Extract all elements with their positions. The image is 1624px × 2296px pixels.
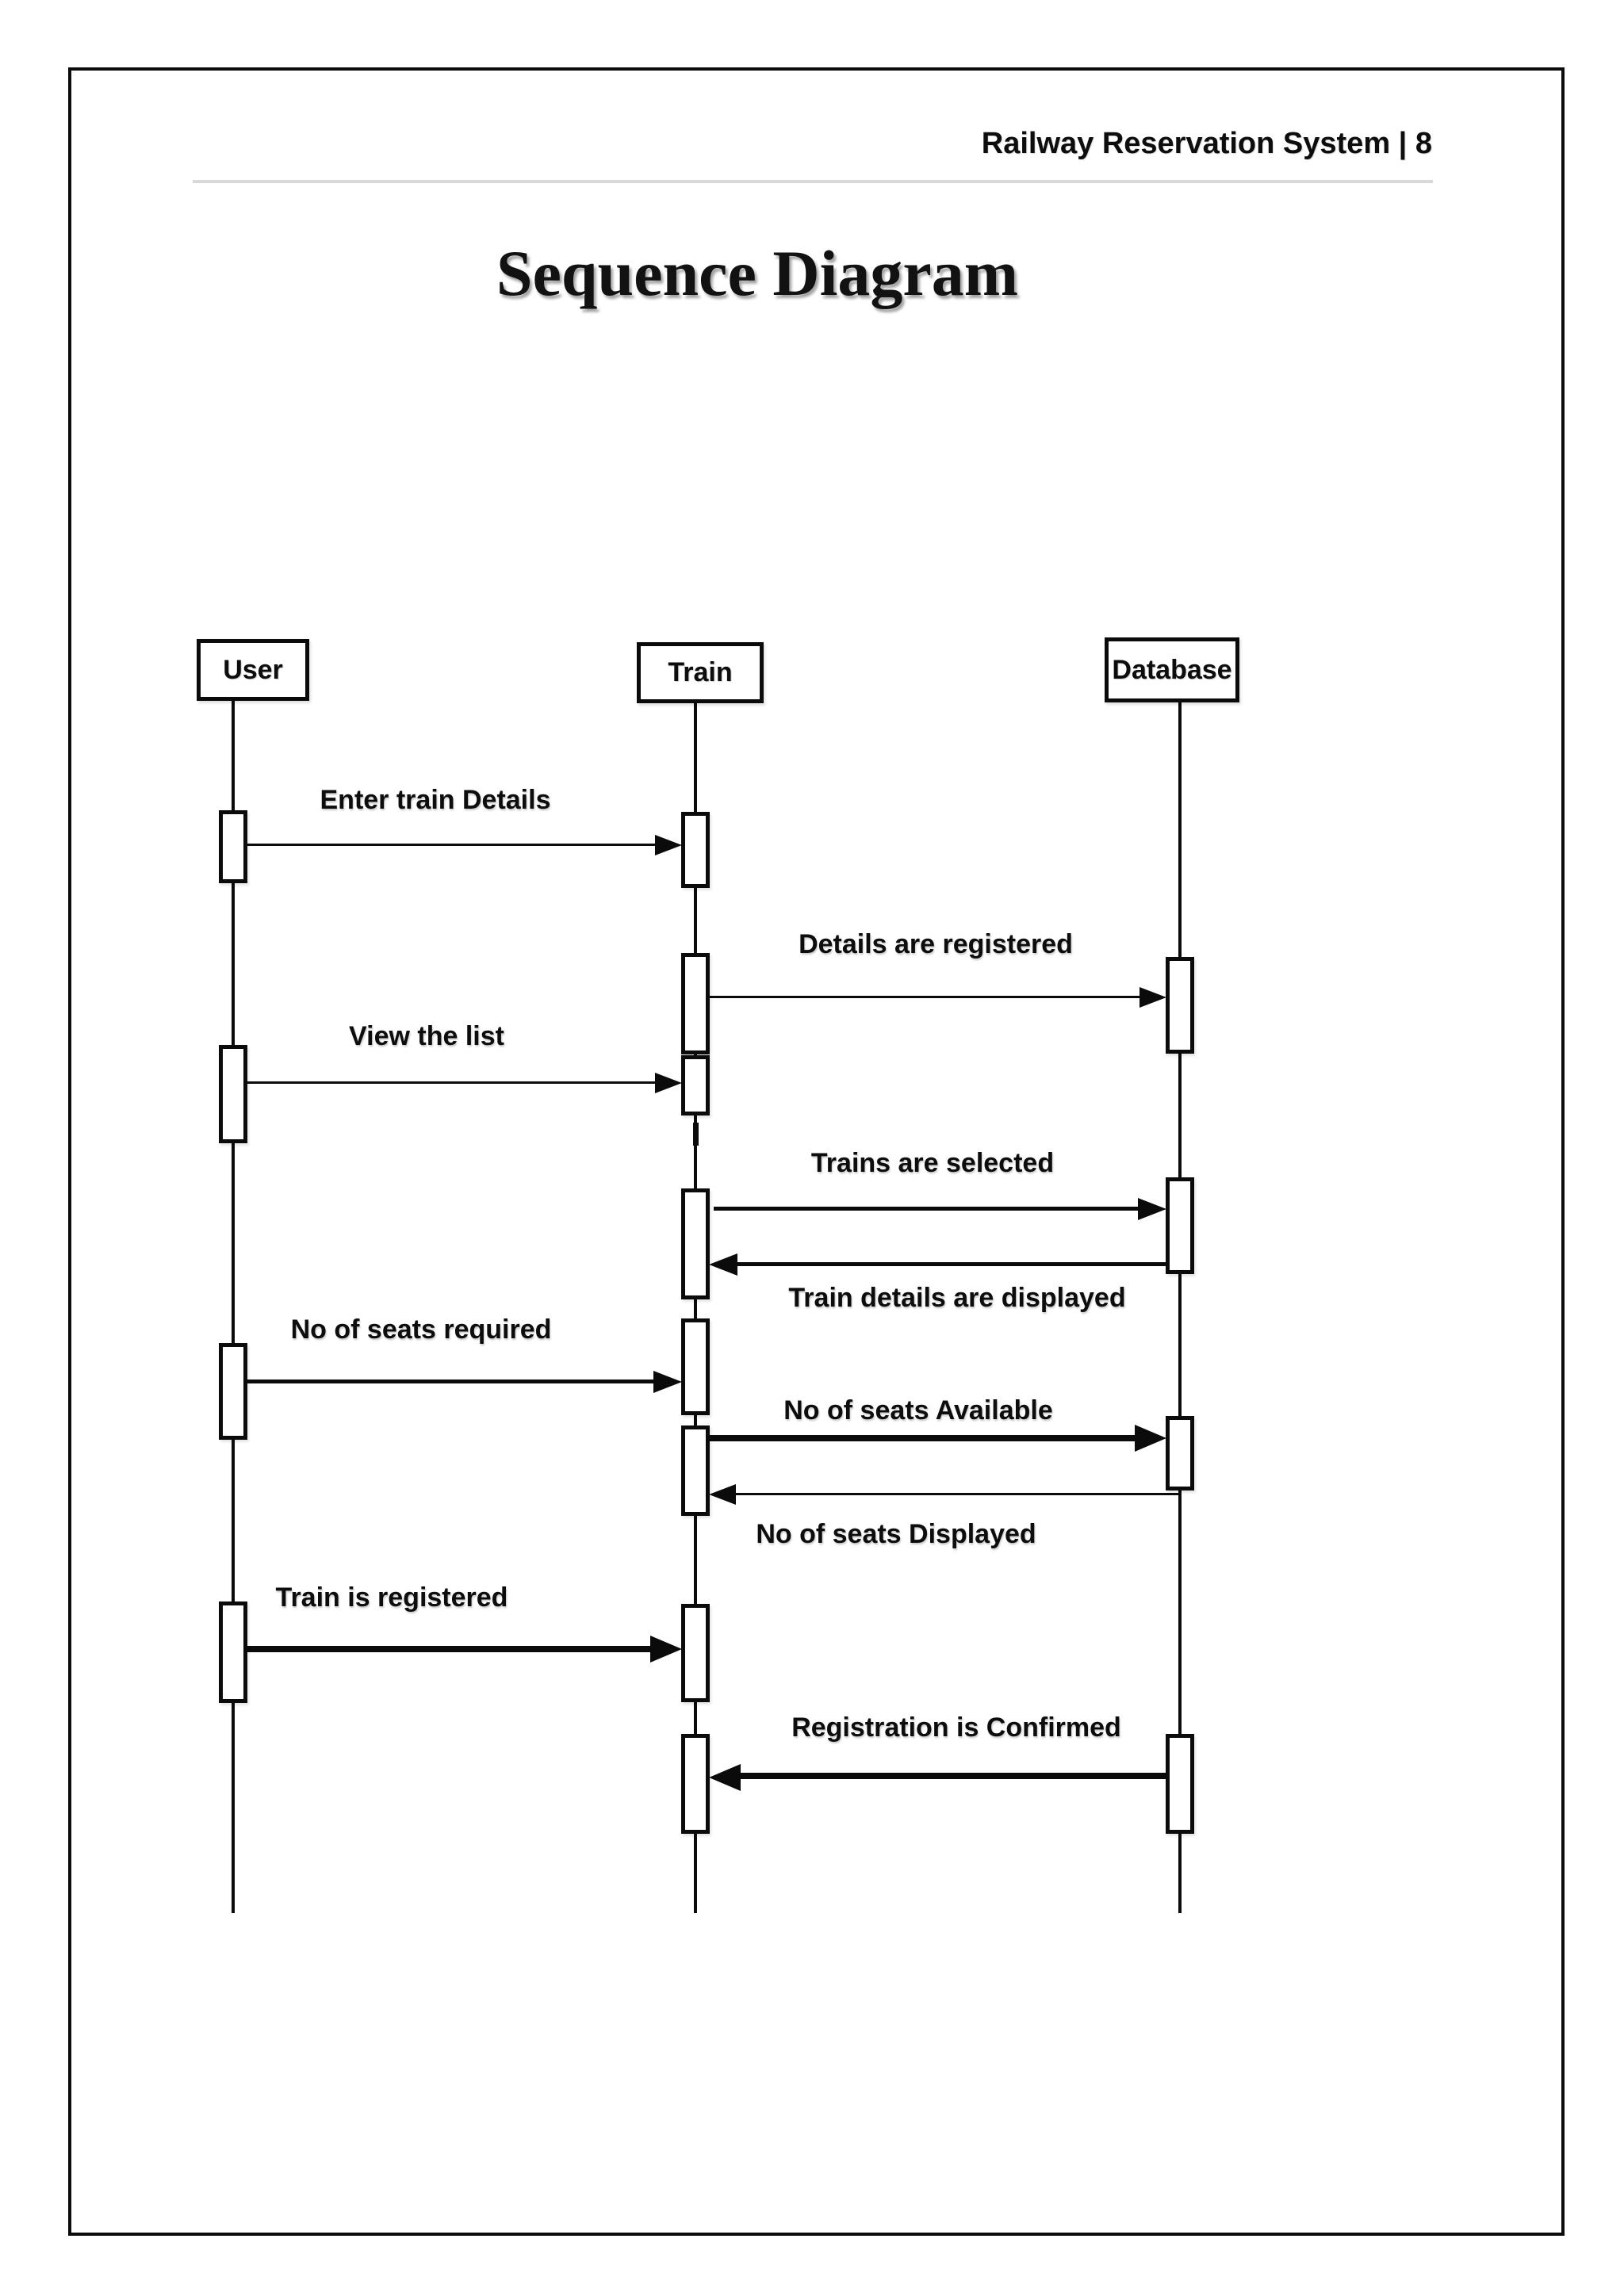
actor-label-train: Train bbox=[668, 657, 733, 687]
message-arrow-shaft bbox=[714, 1207, 1138, 1211]
message-label: Enter train Details bbox=[320, 785, 551, 815]
arrowhead-right-icon bbox=[655, 835, 682, 855]
message-label: No of seats required bbox=[290, 1314, 552, 1345]
message-arrow-shaft bbox=[734, 1262, 1166, 1266]
arrowhead-left-icon bbox=[709, 1484, 736, 1505]
message-label: Details are registered bbox=[799, 929, 1073, 959]
activation-bar-user-3 bbox=[219, 1343, 247, 1440]
activation-bar-database-3 bbox=[1166, 1416, 1194, 1490]
activation-bar-database-4 bbox=[1166, 1734, 1194, 1834]
arrowhead-right-icon bbox=[1139, 987, 1166, 1008]
actor-label-database: Database bbox=[1112, 654, 1232, 685]
message-arrow-shaft bbox=[247, 1081, 658, 1084]
message-arrow-shaft bbox=[733, 1493, 1180, 1495]
message-label: Train is registered bbox=[275, 1582, 508, 1613]
message-arrow-shaft bbox=[247, 1646, 653, 1652]
message-arrow-shaft bbox=[709, 1435, 1139, 1441]
activation-bar-train-2 bbox=[681, 953, 710, 1054]
message-arrow-shaft bbox=[709, 996, 1143, 998]
page-title: Sequence Diagram bbox=[496, 237, 1019, 309]
message-label: Train details are displayed bbox=[788, 1283, 1126, 1313]
lifeline-database bbox=[1178, 702, 1182, 1913]
message-label: Trains are selected bbox=[810, 1148, 1055, 1178]
actor-box-user: User bbox=[197, 639, 309, 701]
message-label: View the list bbox=[349, 1021, 504, 1051]
lifeline-train-segment bbox=[693, 1123, 699, 1146]
activation-bar-train-8 bbox=[681, 1734, 710, 1834]
header-rule bbox=[193, 180, 1433, 183]
message-label: No of seats Displayed bbox=[756, 1519, 1036, 1549]
message-arrow-shaft bbox=[247, 1380, 657, 1383]
activation-bar-train-1 bbox=[681, 812, 710, 888]
activation-bar-train-5 bbox=[681, 1318, 710, 1415]
arrowhead-right-icon bbox=[1135, 1425, 1166, 1452]
activation-bar-database-2 bbox=[1166, 1177, 1194, 1274]
activation-bar-train-6 bbox=[681, 1425, 710, 1516]
arrowhead-left-icon bbox=[709, 1253, 737, 1276]
arrowhead-left-icon bbox=[709, 1764, 741, 1791]
lifeline-user bbox=[232, 701, 235, 1913]
activation-bar-user-4 bbox=[219, 1601, 247, 1703]
actor-label-user: User bbox=[223, 654, 283, 685]
activation-bar-train-7 bbox=[681, 1604, 710, 1702]
activation-bar-user-2 bbox=[219, 1045, 247, 1143]
message-label: Registration is Confirmed bbox=[791, 1712, 1121, 1743]
message-arrow-shaft bbox=[737, 1773, 1166, 1779]
page-border bbox=[68, 67, 1565, 2236]
message-label: No of seats Available bbox=[783, 1395, 1053, 1425]
activation-bar-database-1 bbox=[1166, 957, 1194, 1054]
arrowhead-right-icon bbox=[1138, 1198, 1166, 1220]
lifeline-train bbox=[694, 703, 697, 1913]
activation-bar-train-3 bbox=[681, 1055, 710, 1115]
message-arrow-shaft bbox=[247, 844, 658, 846]
arrowhead-right-icon bbox=[650, 1636, 682, 1663]
actor-box-train: Train bbox=[637, 642, 764, 703]
arrowhead-right-icon bbox=[653, 1371, 682, 1393]
activation-bar-train-4 bbox=[681, 1188, 710, 1299]
actor-box-database: Database bbox=[1105, 637, 1239, 702]
page-header: Railway Reservation System | 8 bbox=[981, 127, 1432, 160]
activation-bar-user-1 bbox=[219, 810, 247, 883]
arrowhead-right-icon bbox=[655, 1073, 682, 1093]
